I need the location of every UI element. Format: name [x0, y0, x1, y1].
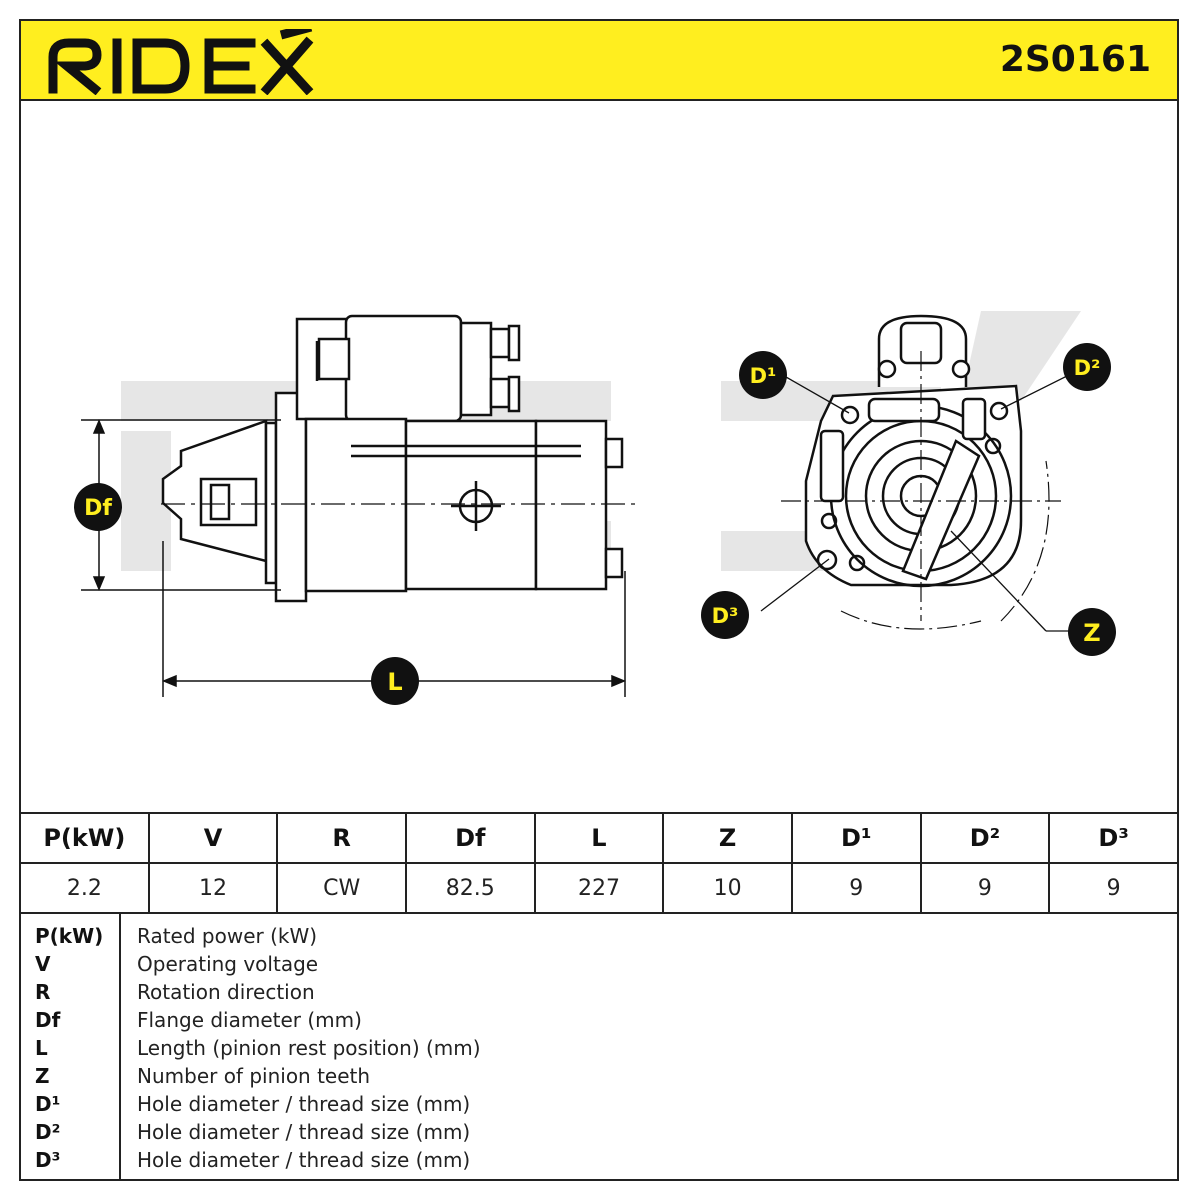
legend-key: R — [35, 980, 51, 1004]
spec-header-cell: Df — [404, 812, 536, 864]
spec-value-cell: 9 — [919, 862, 1051, 914]
spec-value-cell: 12 — [147, 862, 279, 914]
legend-box: P(kW) Rated power (kW) V Operating volta… — [19, 912, 1179, 1181]
legend-key: V — [35, 952, 51, 976]
spec-header-cell: Z — [662, 812, 793, 864]
legend-key: Z — [35, 1064, 50, 1088]
legend-divider — [119, 914, 121, 1179]
spec-value-cell: 10 — [662, 862, 793, 914]
df-callout-badge — [74, 483, 122, 531]
l-callout-label: L — [387, 668, 402, 696]
spec-value-cell: 9 — [1048, 862, 1179, 914]
legend-desc: Rated power (kW) — [137, 924, 318, 948]
spec-header-cell: V — [147, 812, 279, 864]
legend-desc: Rotation direction — [137, 980, 315, 1004]
l-callout-badge — [371, 657, 419, 705]
ridex-logo — [48, 29, 314, 95]
spec-value-cell: CW — [276, 862, 407, 914]
spec-header-cell: D² — [919, 812, 1051, 864]
legend-row: V Operating voltage — [21, 950, 1177, 978]
d2-callout-label: D² — [1074, 356, 1101, 380]
spec-header-row: P(kW) V R Df L Z D¹ D² D³ — [19, 812, 1179, 864]
legend-row: P(kW) Rated power (kW) — [21, 922, 1177, 950]
legend-row: Z Number of pinion teeth — [21, 1062, 1177, 1090]
spec-header-cell: R — [276, 812, 407, 864]
legend-key: D³ — [35, 1148, 61, 1172]
legend-row: D² Hole diameter / thread size (mm) — [21, 1118, 1177, 1146]
d3-callout-badge — [701, 591, 749, 639]
legend-desc: Length (pinion rest position) (mm) — [137, 1036, 481, 1060]
spec-header-cell: P(kW) — [19, 812, 150, 864]
legend-desc: Number of pinion teeth — [137, 1064, 371, 1088]
d1-callout-label: D¹ — [750, 364, 777, 388]
legend-desc: Operating voltage — [137, 952, 319, 976]
z-callout-badge — [1068, 608, 1116, 656]
legend-row: D¹ Hole diameter / thread size (mm) — [21, 1090, 1177, 1118]
starter-front-view — [804, 314, 1023, 588]
legend-row: L Length (pinion rest position) (mm) — [21, 1034, 1177, 1062]
spec-value-cell: 82.5 — [404, 862, 536, 914]
legend-key: P(kW) — [35, 924, 104, 948]
legend-desc: Hole diameter / thread size (mm) — [137, 1120, 471, 1144]
d3-callout-label: D³ — [712, 604, 739, 628]
legend-desc: Hole diameter / thread size (mm) — [137, 1092, 471, 1116]
legend-row: D³ Hole diameter / thread size (mm) — [21, 1146, 1177, 1174]
spec-header-cell: D¹ — [790, 812, 922, 864]
legend-key: L — [35, 1036, 48, 1060]
spec-value-cell: 9 — [790, 862, 922, 914]
starter-motor-diagram: Df L — [74, 311, 1116, 705]
spec-value-cell: 2.2 — [19, 862, 150, 914]
d1-callout-badge — [739, 351, 787, 399]
z-callout-label: Z — [1083, 619, 1100, 647]
spec-table: P(kW) V R Df L Z D¹ D² D³ 2.2 12 CW 82.5… — [19, 812, 1179, 914]
header-bar: 2S0161 — [19, 19, 1179, 101]
spec-header-cell: L — [533, 812, 665, 864]
legend-key: D¹ — [35, 1092, 61, 1116]
df-callout-label: Df — [84, 496, 112, 521]
legend-key: D² — [35, 1120, 61, 1144]
starter-side-view — [161, 314, 624, 603]
spec-value-row: 2.2 12 CW 82.5 227 10 9 9 9 — [19, 862, 1179, 914]
spec-header-cell: D³ — [1048, 812, 1179, 864]
d2-callout-badge — [1063, 343, 1111, 391]
legend-key: Df — [35, 1008, 61, 1032]
spec-value-cell: 227 — [533, 862, 665, 914]
part-number: 2S0161 — [999, 39, 1151, 80]
legend-desc: Hole diameter / thread size (mm) — [137, 1148, 471, 1172]
legend-row: R Rotation direction — [21, 978, 1177, 1006]
legend-desc: Flange diameter (mm) — [137, 1008, 362, 1032]
legend-row: Df Flange diameter (mm) — [21, 1006, 1177, 1034]
